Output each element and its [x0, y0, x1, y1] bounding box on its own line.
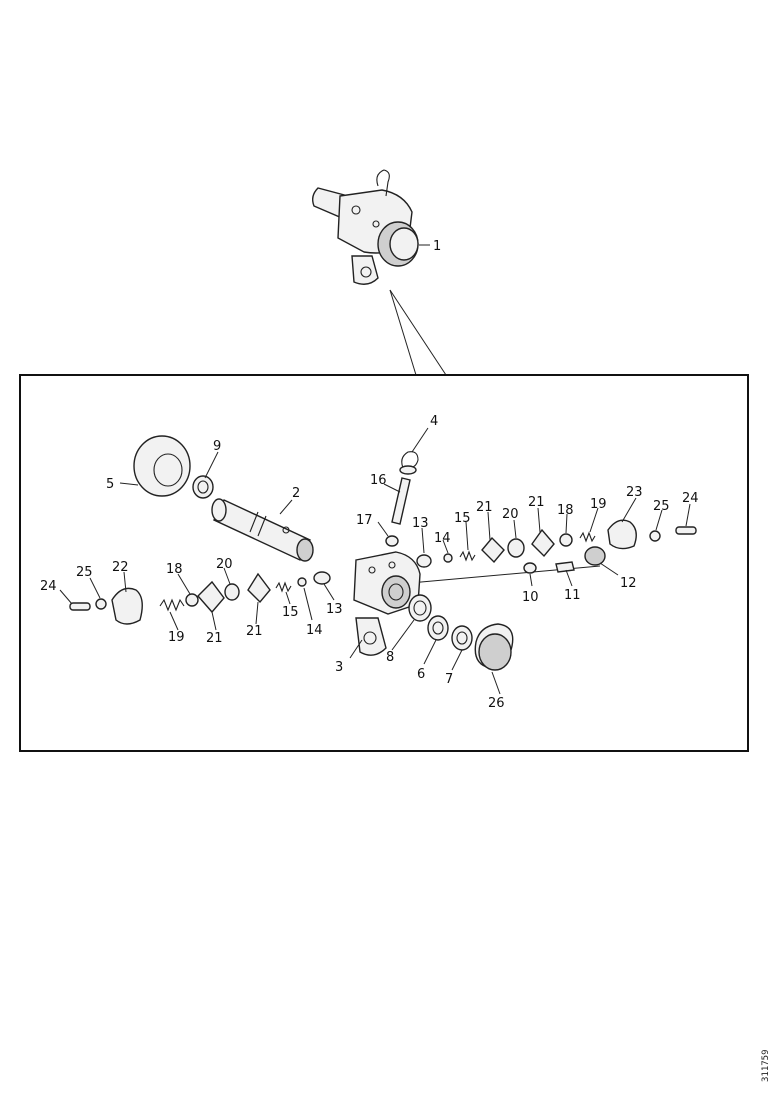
callout-label: 8: [386, 650, 394, 665]
callout-label: 21: [206, 631, 223, 646]
part-3-housing: [353, 551, 421, 656]
part-2-shaft: [211, 498, 314, 562]
callout-label: 13: [412, 516, 429, 531]
part-5-flange: [133, 435, 191, 497]
part-9-seal: [192, 475, 214, 499]
callout-label: 1: [433, 239, 441, 254]
callout-label: 20: [502, 507, 519, 522]
callout-label: 26: [488, 696, 505, 711]
callout-label: 22: [112, 560, 129, 575]
part-16-pin: [391, 477, 411, 525]
detail-frame: [19, 374, 749, 752]
callout-label: 11: [564, 588, 581, 603]
callout-label: 17: [356, 513, 373, 528]
callout-label: 2: [292, 486, 300, 501]
callout-label: 23: [626, 485, 643, 500]
document-number: 311759: [761, 1049, 771, 1082]
callout-label: 7: [445, 672, 453, 687]
callout-label: 20: [216, 557, 233, 572]
callout-labels: 2 3 4 5 6 7 8 9 10 11 12 13 13 14 14 15 …: [40, 414, 699, 711]
left-small-parts: [69, 571, 331, 625]
callout-label: 13: [326, 602, 343, 617]
callout-label: 5: [106, 477, 114, 492]
part-7-ring: [451, 625, 473, 651]
callout-label: 15: [454, 511, 471, 526]
callout-label: 10: [522, 590, 539, 605]
callout-label: 21: [528, 495, 545, 510]
callout-label: 21: [476, 500, 493, 515]
callout-label: 3: [335, 660, 343, 675]
part-4-hook: [399, 451, 419, 475]
callout-label: 16: [370, 473, 387, 488]
detail-pointer: [389, 289, 447, 376]
callout-label: 4: [430, 414, 438, 429]
leader-lines: [59, 427, 691, 695]
callout-label: 18: [166, 562, 183, 577]
part-6-ring: [427, 615, 449, 641]
callout-label: 12: [620, 576, 637, 591]
callout-label: 14: [306, 623, 323, 638]
part-26-cap: [474, 623, 514, 671]
callout-label: 21: [246, 624, 263, 639]
callout-label: 6: [417, 667, 425, 682]
callout-label: 14: [434, 531, 451, 546]
callout-label: 24: [682, 491, 699, 506]
part-17-nut: [385, 535, 399, 547]
callout-label: 19: [590, 497, 607, 512]
callout-label: 24: [40, 579, 57, 594]
assembly-overview: [311, 169, 419, 285]
part-8-ring: [408, 594, 432, 622]
callout-label: 25: [76, 565, 93, 580]
callout-label: 19: [168, 630, 185, 645]
callout-label: 18: [557, 503, 574, 518]
callout-label: 15: [282, 605, 299, 620]
callout-label: 9: [213, 439, 221, 454]
right-small-parts: [416, 519, 697, 574]
callout-label: 25: [653, 499, 670, 514]
